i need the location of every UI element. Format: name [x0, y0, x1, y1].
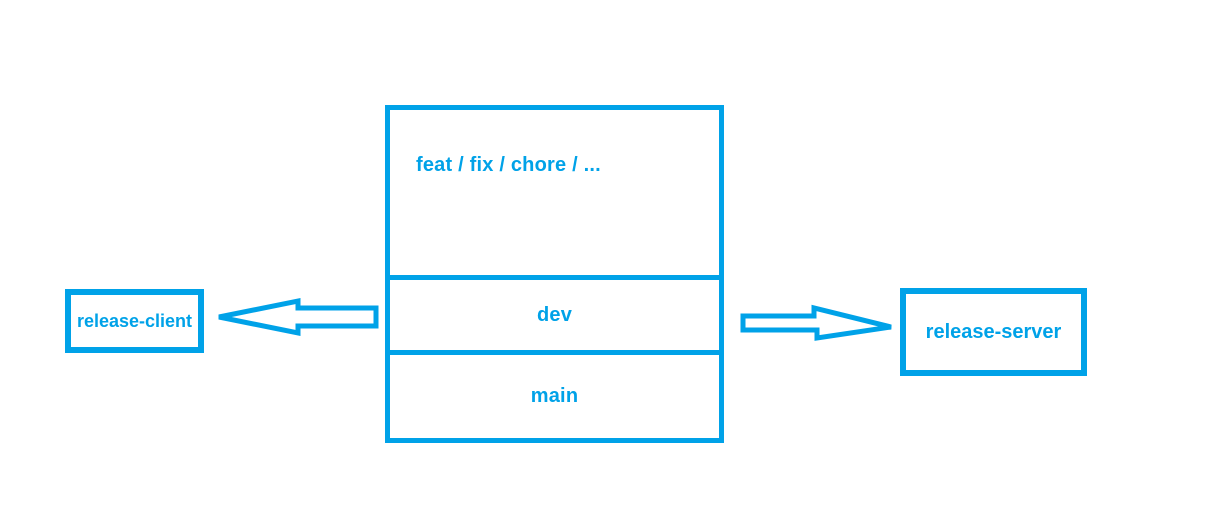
branch-stack: feat / fix / chore / ... dev main — [385, 105, 724, 443]
block-arrow-left-icon — [218, 297, 379, 337]
main-branch-section: main — [390, 355, 719, 438]
dev-branch-label: dev — [536, 303, 573, 326]
release-client-label: release-client — [76, 310, 193, 331]
release-server-box: release-server — [900, 288, 1087, 376]
dev-branch-section: dev — [390, 280, 719, 355]
release-server-label: release-server — [925, 320, 1062, 343]
release-client-box: release-client — [65, 289, 204, 353]
block-arrow-right-icon — [740, 304, 892, 341]
feature-branches-label: feat / fix / chore / ... — [416, 154, 601, 176]
feature-branches-section: feat / fix / chore / ... — [390, 110, 719, 280]
main-branch-label: main — [530, 385, 579, 407]
